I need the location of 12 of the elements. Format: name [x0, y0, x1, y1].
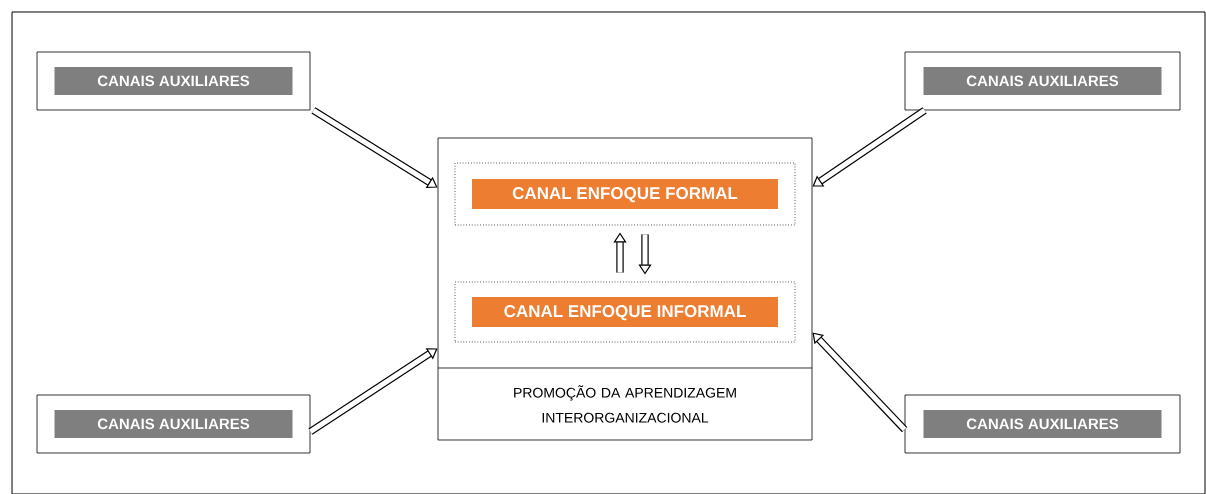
label-box: CANAIS AUXILIARES: [904, 51, 1181, 111]
channel-box: CANAL ENFOQUE INFORMAL: [454, 281, 796, 343]
block-arrow: [638, 234, 652, 275]
block-arrow: [613, 232, 627, 273]
block-arrow: [812, 107, 927, 187]
label-box: CANAIS AUXILIARES: [36, 51, 311, 111]
block-arrow: [812, 332, 908, 433]
label-box: CANAIS AUXILIARES: [36, 394, 311, 454]
block-arrow: [311, 107, 438, 188]
channel-box: CANAL ENFOQUE FORMAL: [454, 162, 796, 226]
block-arrow: [308, 348, 438, 435]
label-box: CANAIS AUXILIARES: [904, 394, 1181, 454]
